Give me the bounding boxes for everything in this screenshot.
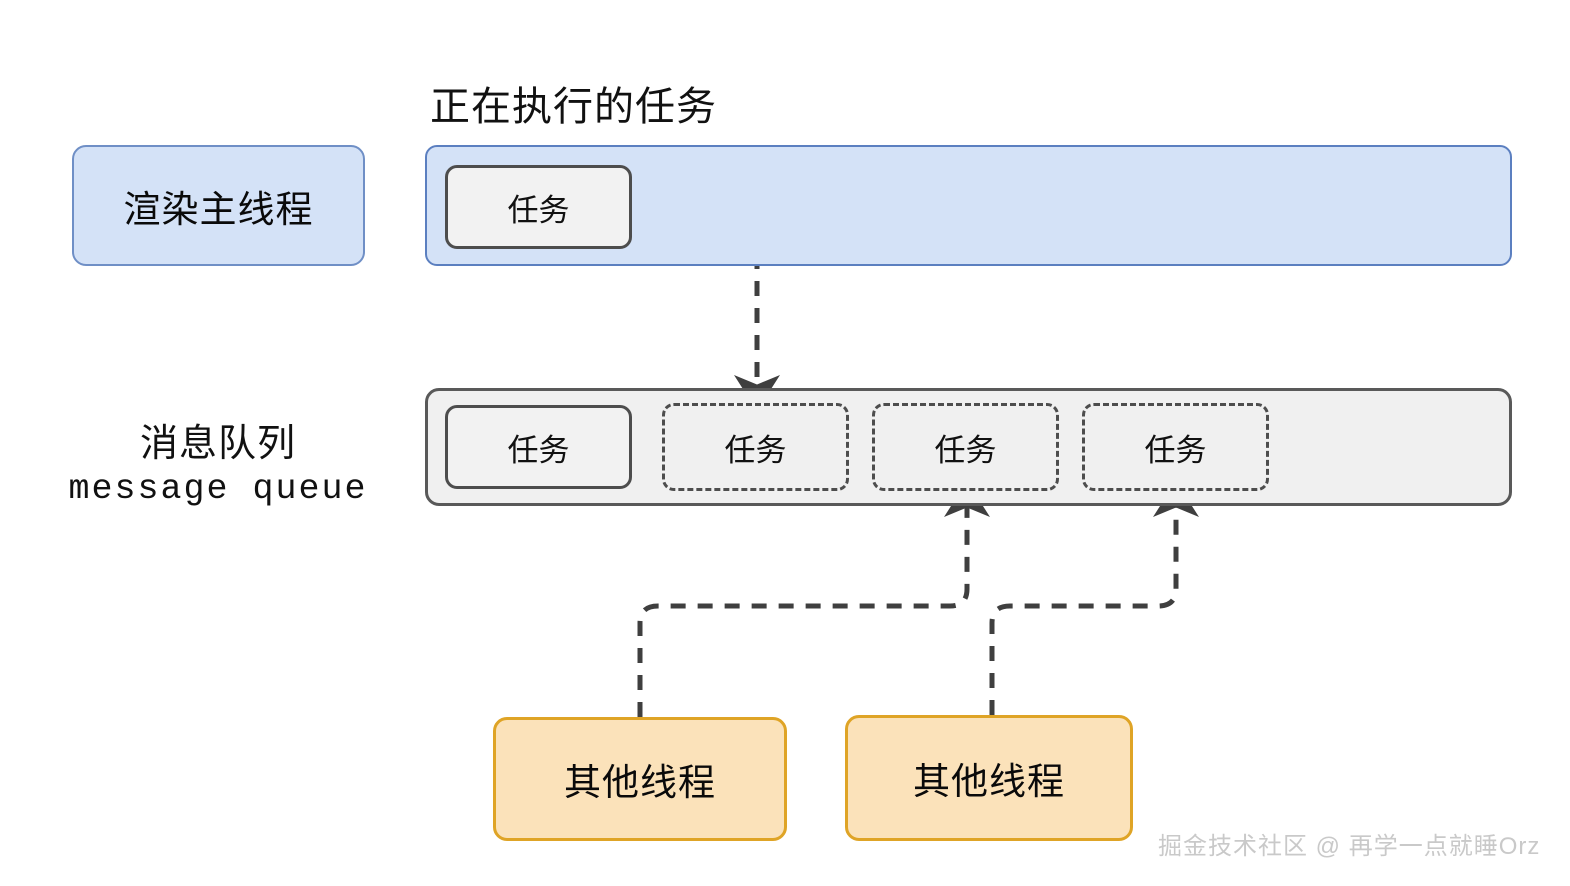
other-thread-2-label: 其他线程 <box>913 761 1065 802</box>
other-thread-box-2[interactable]: 其他线程 <box>845 715 1133 841</box>
watermark: 掘金技术社区 @ 再学一点就睡Orz <box>1158 833 1541 860</box>
message-queue-label-cn: 消息队列 <box>139 423 296 465</box>
queue-task-1[interactable]: 任务 <box>662 403 849 491</box>
other-thread-box-1[interactable]: 其他线程 <box>493 717 787 841</box>
connector-thread2-to-queue <box>989 481 1199 715</box>
connector-thread1-to-queue <box>637 481 990 717</box>
render-main-thread-label: 渲染主线程 <box>123 188 314 230</box>
queue-task-3-label: 任务 <box>1144 432 1207 468</box>
exec-task-0-label: 任务 <box>507 192 570 228</box>
message-queue-label: 消息队列 message queue <box>38 412 398 509</box>
queue-task-1-label: 任务 <box>724 432 787 468</box>
other-thread-1-label: 其他线程 <box>564 762 716 803</box>
queue-task-2-label: 任务 <box>934 432 997 468</box>
exec-task-0[interactable]: 任务 <box>445 165 632 249</box>
render-main-thread-box[interactable]: 渲染主线程 <box>72 145 365 266</box>
queue-task-2[interactable]: 任务 <box>872 403 1059 491</box>
message-queue-label-en: message queue <box>68 469 368 509</box>
queue-task-0-label: 任务 <box>507 432 570 468</box>
exec-lane-title: 正在执行的任务 <box>430 85 717 129</box>
queue-task-3[interactable]: 任务 <box>1082 403 1269 491</box>
queue-task-0[interactable]: 任务 <box>445 405 632 489</box>
